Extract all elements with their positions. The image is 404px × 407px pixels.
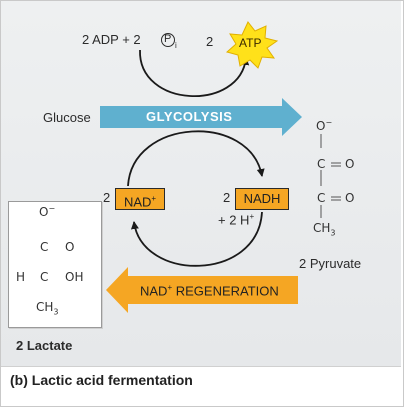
figure-caption: (b) Lactic acid fermentation (10, 372, 193, 388)
lactate-oxygen: O (65, 240, 74, 254)
nad-count: 2 (103, 190, 110, 205)
phosphate-subscript-text: i (175, 41, 177, 50)
atp-count-text: 2 (206, 34, 214, 49)
pyruvate-oxygen-1: O (345, 157, 354, 171)
lactate-carbon-2: C (40, 270, 48, 284)
lactate-hydroxyl-text: OH (65, 270, 84, 284)
pyruvate-name: 2 Pyruvate (299, 256, 361, 271)
regeneration-charge: + (167, 283, 173, 292)
lactate-methyl: CH3 (36, 300, 59, 316)
pyruvate-methyl: CH3 (313, 221, 336, 237)
lactate-box (8, 201, 102, 328)
nadh-text: NADH (243, 191, 281, 206)
nadh-to-nad-arrow (130, 211, 263, 267)
pyruvate-methyl-text: CH (313, 221, 331, 235)
lactate-o-minus: O− (39, 204, 55, 219)
atp-formation-arrow (139, 49, 250, 98)
pyruvate-name-text: 2 Pyruvate (299, 256, 362, 271)
pyruvate-bonds (320, 134, 341, 218)
phosphate-subscript: i (175, 41, 177, 50)
lactate-oxygen-text: O (65, 240, 75, 254)
pyruvate-o-minus: O− (316, 118, 332, 133)
hydrogen-label: + 2 H+ (218, 212, 254, 227)
lactate-hydroxyl: OH (65, 270, 83, 284)
pyruvate-carbon-1-text: C (317, 157, 326, 171)
adp-label: 2 ADP + 2 (82, 32, 141, 47)
caption-divider (1, 366, 401, 367)
pyruvate-carbon-1: C (317, 157, 325, 171)
hydrogen-text: + 2 H (218, 212, 250, 228)
glycolysis-text: GLYCOLYSIS (146, 109, 233, 124)
nadh-count: 2 (223, 190, 230, 205)
nad-text: NAD (123, 194, 152, 210)
nadh-box: NADH (235, 188, 289, 210)
pyruvate-methyl-subscript: 3 (330, 228, 336, 238)
lactate-o-minus-letter: O (39, 205, 49, 219)
adp-text: 2 ADP + 2 (82, 32, 141, 47)
regeneration-label: NAD+ REGENERATION (140, 283, 279, 298)
atp-label-text: ATP (239, 36, 262, 50)
lactate-hydrogen: H (16, 270, 25, 284)
pyruvate-oxygen-1-text: O (345, 157, 355, 171)
phosphate-letter: P (164, 33, 172, 45)
lactate-carbon-2-text: C (40, 270, 49, 284)
lactate-methyl-subscript: 3 (53, 307, 59, 317)
pyruvate-oxygen-2: O (345, 191, 354, 205)
glycolysis-label: GLYCOLYSIS (146, 109, 232, 124)
pyruvate-carbon-2-text: C (317, 191, 326, 205)
glucose-text: Glucose (43, 110, 91, 125)
atp-label: ATP (239, 36, 261, 50)
atp-count: 2 (206, 34, 213, 49)
pyruvate-carbon-2: C (317, 191, 325, 205)
regeneration-nad-text: NAD (140, 283, 168, 299)
lactate-o-minus-charge: − (48, 204, 56, 213)
glucose-label: Glucose (43, 110, 91, 125)
regeneration-rest-text: REGENERATION (172, 283, 279, 299)
lactate-methyl-text: CH (36, 300, 54, 314)
lactate-name: 2 Lactate (16, 338, 72, 353)
pyruvate-o-minus-letter: O (316, 119, 326, 133)
nadh-count-text: 2 (223, 190, 231, 205)
glycolysis-arrow (100, 98, 302, 136)
nad-charge: + (151, 194, 157, 203)
nad-count-text: 2 (103, 190, 111, 205)
atp-burst (225, 21, 279, 69)
regeneration-arrow (106, 267, 298, 313)
lactate-hydrogen-text: H (16, 270, 26, 284)
lactate-carbon-1: C (40, 240, 48, 254)
nad-box: NAD+ (115, 188, 165, 210)
lactate-name-text: 2 Lactate (16, 338, 73, 353)
pyruvate-o-minus-charge: − (325, 118, 333, 127)
phosphate-circle (161, 33, 175, 47)
phosphate-symbol: P (164, 33, 171, 45)
pyruvate-oxygen-2-text: O (345, 191, 355, 205)
hydrogen-charge: + (249, 212, 255, 221)
lactate-carbon-1-text: C (40, 240, 49, 254)
nad-to-nadh-arrow (127, 130, 265, 187)
